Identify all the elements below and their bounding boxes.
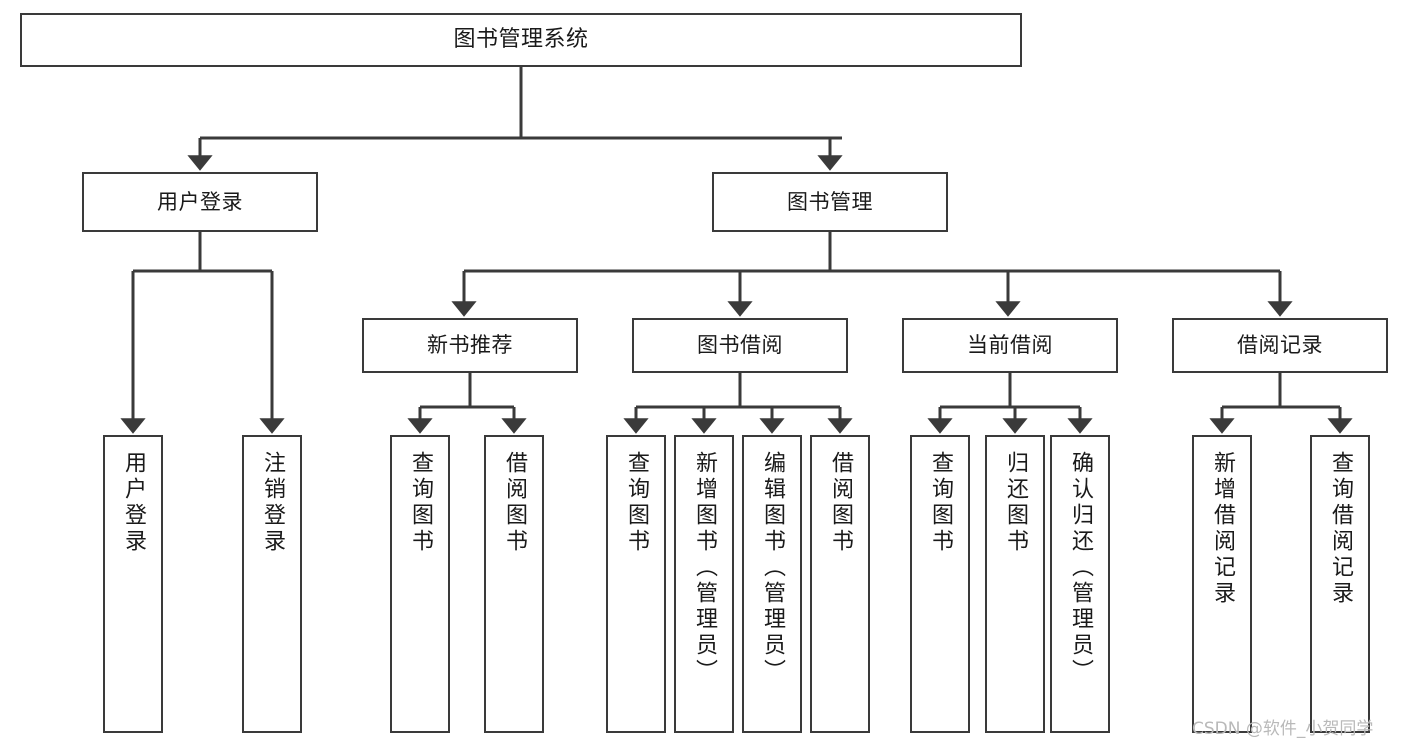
node-label: 用户登录 (157, 189, 243, 214)
node-label: 当前借阅 (967, 333, 1053, 358)
node-leaf-user-login[interactable]: 用户登录 (103, 435, 163, 733)
node-label: 新增借阅记录 (1210, 451, 1235, 607)
node-label: 编辑图书（管理员） (760, 451, 785, 685)
node-label: 图书借阅 (697, 333, 783, 358)
csdn-watermark: CSDN @软件_小贺同学 (1192, 719, 1374, 739)
node-label: 借阅图书 (502, 451, 527, 555)
node-leaf-edit-book[interactable]: 编辑图书（管理员） (742, 435, 802, 733)
node-leaf-query-book-2[interactable]: 查询图书 (606, 435, 666, 733)
node-leaf-borrow-book-2[interactable]: 借阅图书 (810, 435, 870, 733)
node-user-login[interactable]: 用户登录 (82, 172, 318, 232)
node-label: 归还图书 (1003, 451, 1028, 555)
node-label: 注销登录 (260, 451, 285, 555)
node-book-management[interactable]: 图书管理 (712, 172, 948, 232)
node-leaf-query-book-1[interactable]: 查询图书 (390, 435, 450, 733)
node-current-borrow[interactable]: 当前借阅 (902, 318, 1118, 373)
node-new-book-recommend[interactable]: 新书推荐 (362, 318, 578, 373)
node-book-borrow[interactable]: 图书借阅 (632, 318, 848, 373)
node-label: 查询图书 (624, 451, 649, 555)
node-label: 新书推荐 (427, 333, 513, 358)
node-label: 图书管理 (787, 189, 873, 214)
node-leaf-confirm-return[interactable]: 确认归还（管理员） (1050, 435, 1110, 733)
node-leaf-borrow-book-1[interactable]: 借阅图书 (484, 435, 544, 733)
node-leaf-add-book[interactable]: 新增图书（管理员） (674, 435, 734, 733)
node-leaf-add-record[interactable]: 新增借阅记录 (1192, 435, 1252, 733)
node-leaf-return-book[interactable]: 归还图书 (985, 435, 1045, 733)
node-label: 借阅图书 (828, 451, 853, 555)
node-borrow-records[interactable]: 借阅记录 (1172, 318, 1388, 373)
node-label: 确认归还（管理员） (1068, 451, 1093, 685)
node-label: 借阅记录 (1237, 333, 1323, 358)
node-label: 图书管理系统 (453, 27, 589, 53)
node-label: 用户登录 (121, 451, 146, 555)
node-label: 新增图书（管理员） (692, 451, 717, 685)
node-leaf-user-logout[interactable]: 注销登录 (242, 435, 302, 733)
node-root-system[interactable]: 图书管理系统 (20, 13, 1022, 67)
node-leaf-query-record[interactable]: 查询借阅记录 (1310, 435, 1370, 733)
node-label: 查询图书 (408, 451, 433, 555)
node-label: 查询借阅记录 (1328, 451, 1353, 607)
node-leaf-query-book-3[interactable]: 查询图书 (910, 435, 970, 733)
node-label: 查询图书 (928, 451, 953, 555)
